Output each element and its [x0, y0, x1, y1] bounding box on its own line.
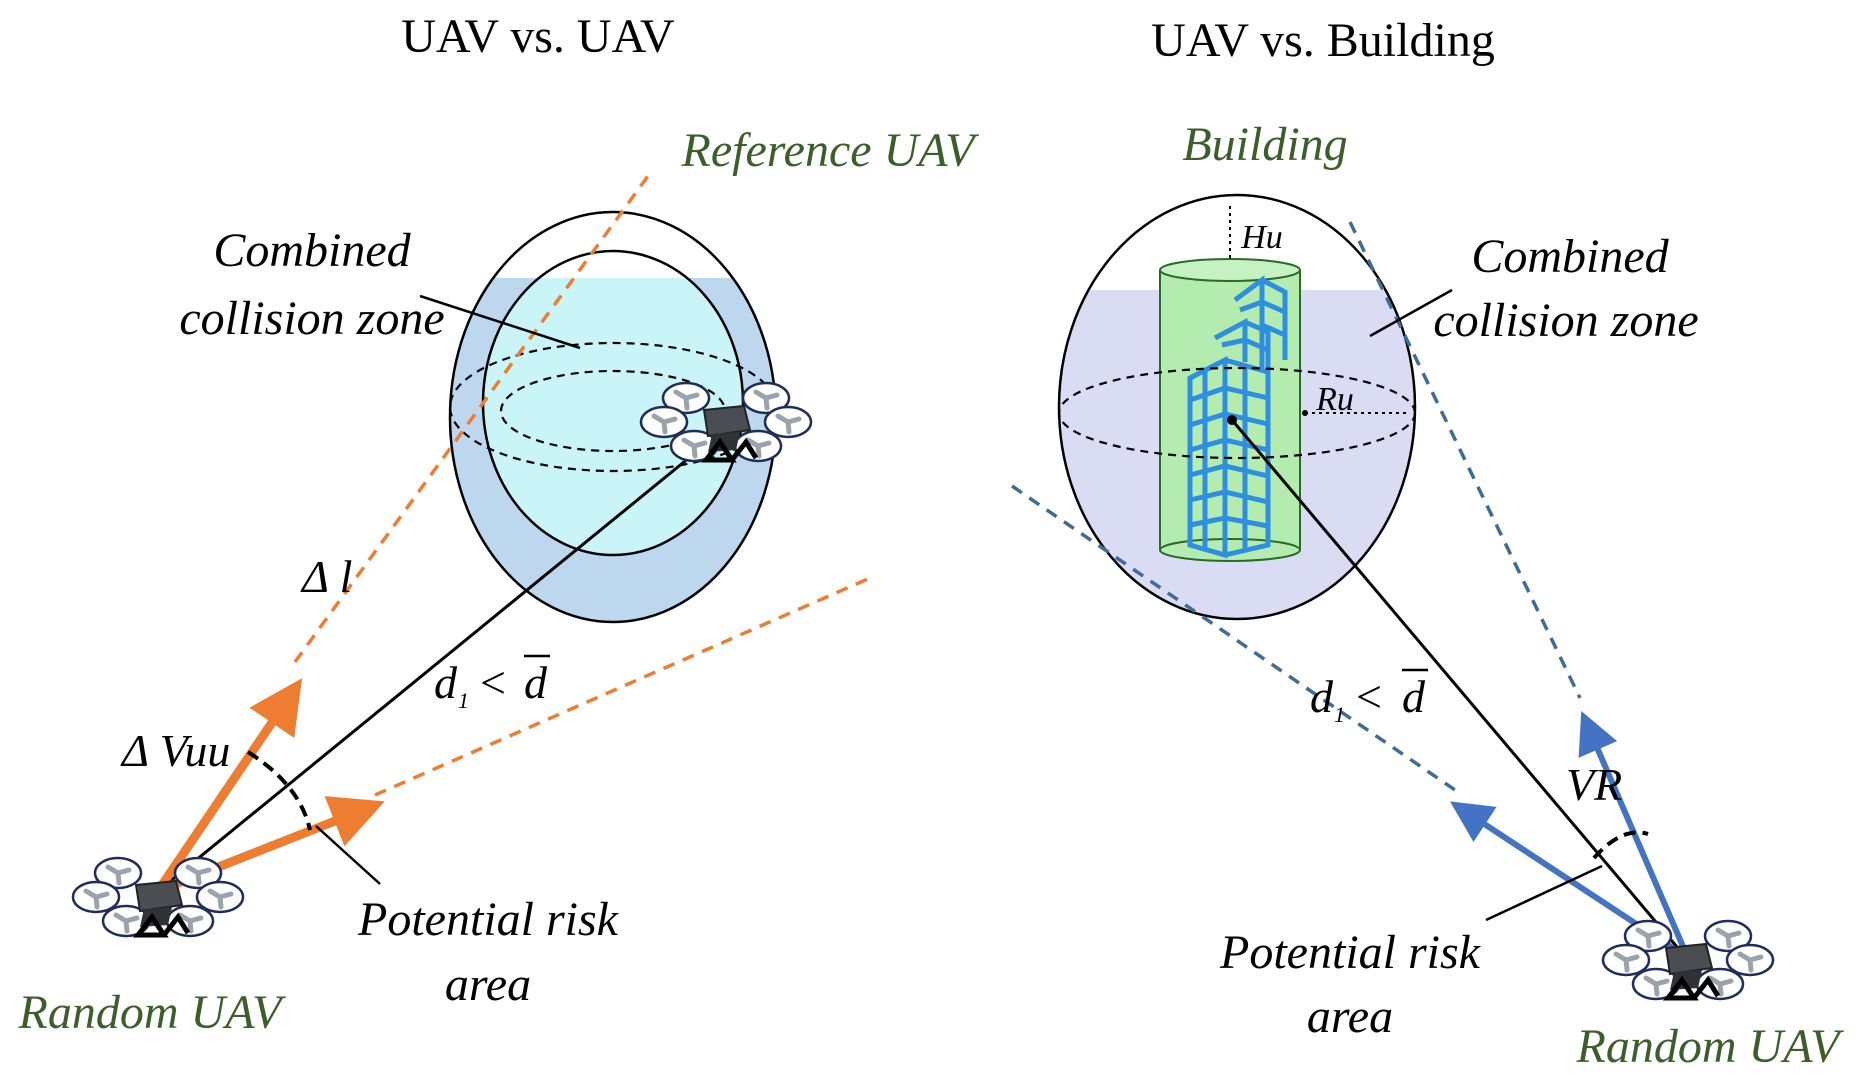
- right-zone-label-1: Combined: [1471, 230, 1669, 283]
- right-random-uav-label: Random UAV: [1576, 1020, 1845, 1073]
- svg-text:d: d: [524, 657, 548, 708]
- left-random-drone-icon: [73, 858, 243, 936]
- left-risk-label-2: area: [445, 958, 531, 1011]
- svg-text:<: <: [480, 657, 506, 708]
- left-collision-zone: [448, 210, 778, 624]
- right-risk-label-2: area: [1307, 990, 1393, 1043]
- reference-uav-label: Reference UAV: [681, 124, 980, 177]
- left-zone-label-2: collision zone: [179, 292, 444, 345]
- right-risk-label-1: Potential risk: [1219, 926, 1482, 979]
- left-zone-leader: [419, 294, 581, 350]
- svg-text:d: d: [434, 657, 458, 708]
- left-zone-label-1: Combined: [213, 224, 411, 277]
- right-distance-line: [1230, 419, 1690, 961]
- left-title: UAV vs. UAV: [401, 10, 675, 63]
- right-zone-label-2: collision zone: [1433, 294, 1698, 347]
- right-angle-arc: [1592, 830, 1649, 860]
- right-zone-leader: [1369, 288, 1453, 338]
- right-equator: [1057, 366, 1417, 460]
- left-upper-tangent: [293, 174, 650, 664]
- hu-label: Hu: [1240, 219, 1283, 256]
- vr-label: VR: [1566, 759, 1622, 810]
- building-icon: [1187, 275, 1288, 559]
- right-right-tangent: [1348, 221, 1582, 699]
- right-left-tangent: [1011, 484, 1456, 792]
- left-distance-line: [151, 420, 734, 898]
- delta-l-label: Δ l: [300, 551, 352, 602]
- left-distance-label: d 1 < d: [434, 654, 550, 713]
- left-lower-tangent: [374, 576, 871, 797]
- left-risk-label-1: Potential risk: [357, 893, 620, 946]
- right-distance-label: d 1 < d: [1310, 668, 1428, 727]
- delta-v-label: Δ Vuu: [120, 725, 230, 776]
- left-random-uav-label: Random UAV: [18, 986, 287, 1039]
- right-title: UAV vs. Building: [1151, 14, 1495, 67]
- svg-text:1: 1: [1334, 702, 1345, 727]
- svg-text:<: <: [1356, 671, 1382, 722]
- left-risk-leader: [315, 825, 381, 885]
- left-velocity-arrow-1: [156, 678, 303, 891]
- building-cylinder: [1159, 258, 1301, 562]
- building-label: Building: [1182, 118, 1347, 171]
- left-panel: UAV vs. UAV Reference UAV Combined colli…: [18, 10, 980, 1039]
- right-panel: UAV vs. Building Building: [1011, 14, 1845, 1073]
- svg-text:1: 1: [458, 688, 469, 713]
- svg-text:d: d: [1402, 671, 1426, 722]
- svg-text:d: d: [1310, 671, 1334, 722]
- ru-label: Ru: [1315, 381, 1354, 418]
- right-risk-leader: [1485, 864, 1603, 922]
- right-random-drone-icon: [1603, 921, 1773, 999]
- right-velocity-arrow-2: [1578, 710, 1691, 960]
